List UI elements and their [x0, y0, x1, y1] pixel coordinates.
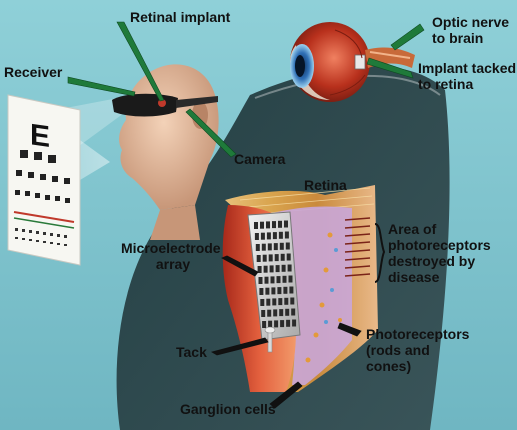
electrode	[265, 287, 270, 295]
electrode	[254, 222, 258, 229]
electrode	[280, 253, 285, 261]
label-implant-tacked: Implant tacked to retina	[418, 60, 517, 92]
electrode	[266, 232, 271, 240]
label-ganglion-cells: Ganglion cells	[180, 401, 276, 417]
electrode	[273, 309, 278, 317]
label-destroyed-area: Area of photoreceptors destroyed by dise…	[388, 221, 491, 285]
electrode	[285, 242, 290, 250]
electrode	[287, 264, 292, 272]
electrode	[286, 319, 291, 327]
label-retinal-implant: Retinal implant	[130, 9, 231, 25]
label-tack: Tack	[176, 344, 207, 360]
electrode	[260, 221, 264, 229]
electrode	[288, 275, 293, 283]
electrode	[269, 265, 274, 273]
label-receiver: Receiver	[4, 64, 63, 80]
electrode	[260, 232, 265, 240]
electrode	[283, 286, 288, 294]
electrode	[276, 276, 281, 284]
electrode	[279, 242, 284, 250]
electrode	[281, 264, 286, 272]
electrode	[254, 233, 259, 240]
electrode	[274, 320, 279, 328]
electrode	[268, 254, 273, 262]
electrode	[274, 254, 279, 262]
section-pointers	[210, 255, 362, 409]
electrode	[256, 255, 261, 262]
electrode	[284, 297, 289, 305]
electrode	[285, 308, 290, 316]
electrode	[267, 243, 272, 251]
electrode	[290, 297, 295, 305]
electrode	[267, 309, 272, 317]
label-microelectrode-array: Microelectrode array	[121, 240, 221, 272]
electrode	[273, 243, 278, 251]
electrode	[282, 275, 287, 283]
electrode	[262, 254, 267, 262]
electrode	[262, 321, 267, 328]
electrode	[261, 243, 266, 251]
electrode	[270, 276, 275, 284]
electrode	[255, 244, 260, 251]
electrode	[286, 253, 291, 261]
electrode	[259, 288, 264, 295]
eyeball-illustration	[290, 22, 415, 102]
electrode	[289, 286, 294, 294]
label-camera: Camera	[234, 151, 286, 167]
electrode	[272, 298, 277, 306]
electrode	[277, 287, 282, 295]
electrode	[275, 265, 280, 273]
electrode	[258, 277, 263, 284]
electrode	[260, 299, 265, 306]
label-photoreceptors: Photoreceptors (rods and cones)	[366, 326, 470, 374]
electrode	[280, 320, 285, 328]
electrode	[284, 220, 288, 228]
electrode	[268, 320, 273, 328]
microelectrode-array	[247, 211, 301, 341]
label-retina: Retina	[304, 177, 347, 193]
electrode	[271, 287, 276, 295]
electrode	[278, 231, 283, 239]
eye-chart-letter: E	[30, 118, 50, 154]
electrode	[266, 298, 271, 306]
electrode	[264, 276, 269, 284]
electrode	[292, 319, 297, 327]
electrode	[261, 310, 266, 317]
electrode	[279, 309, 284, 317]
destroyed-area-bracket	[374, 223, 386, 283]
electrode	[272, 221, 276, 229]
electrode	[291, 308, 296, 316]
electrode	[278, 298, 283, 306]
electrode	[266, 221, 270, 229]
electrode	[272, 232, 277, 240]
label-pointers	[67, 21, 425, 158]
electrode	[257, 266, 262, 273]
electrode	[263, 265, 268, 273]
implant-chip-icon	[354, 54, 366, 70]
label-optic-nerve: Optic nerve to brain	[432, 14, 510, 46]
eye-chart: E	[7, 94, 81, 266]
electrode	[284, 231, 289, 239]
electrode	[278, 220, 282, 228]
